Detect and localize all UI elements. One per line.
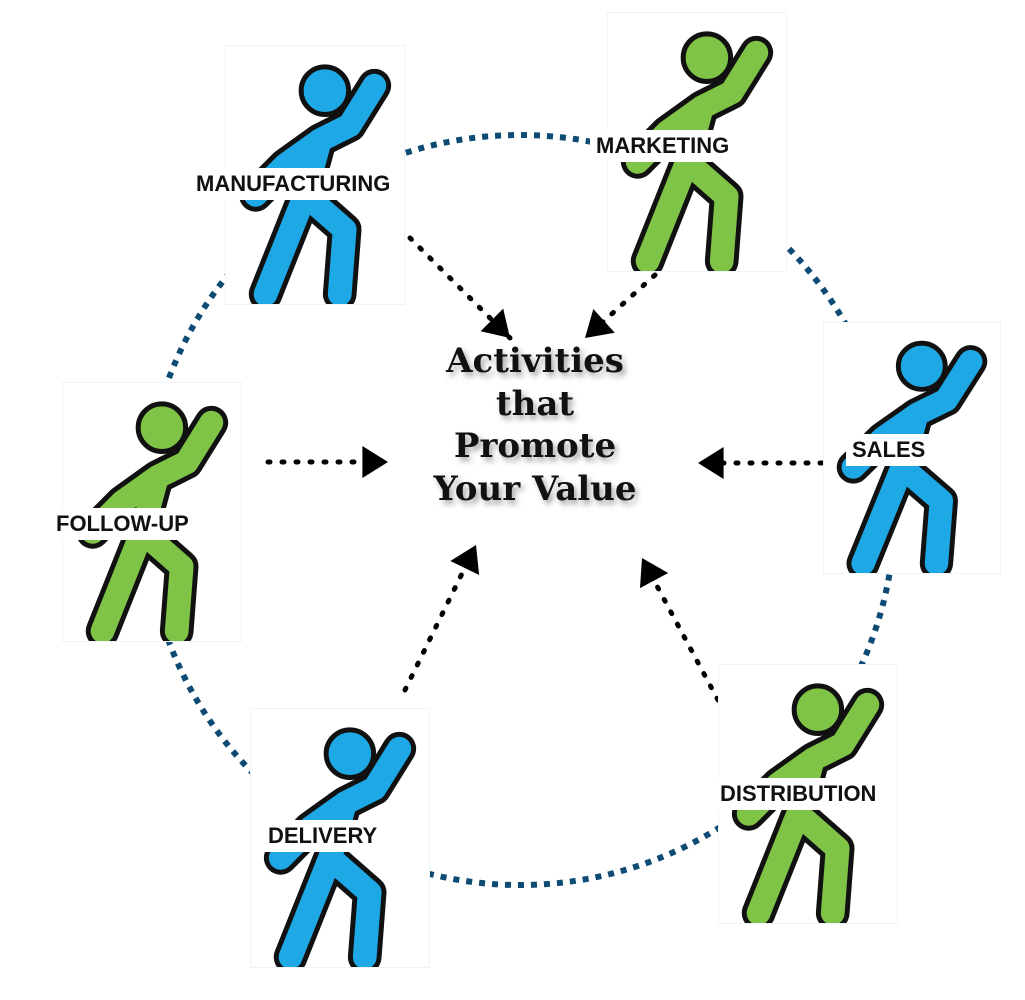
runner-head [680, 31, 734, 84]
arrow-manufacturing [407, 235, 513, 341]
follow-up-label: FOLLOW-UP [50, 508, 195, 541]
arrowhead-distribution [639, 558, 669, 589]
runner-icon [238, 64, 392, 304]
runner-head [791, 683, 845, 736]
sales-label: SALES [846, 434, 932, 467]
runner-head [895, 340, 948, 392]
runner-icon [731, 683, 885, 923]
manufacturing-label: MANUFACTURING [190, 168, 397, 201]
title-line: Your Value [433, 468, 637, 509]
arrowhead-delivery [450, 545, 480, 576]
distribution-label: DISTRIBUTION [714, 778, 883, 811]
runner-icon [263, 727, 417, 967]
runner-head [135, 401, 189, 454]
arrow-marketing [582, 272, 658, 341]
runner-icon [75, 401, 229, 641]
arrow-distribution [639, 555, 721, 703]
marketing-node [607, 12, 787, 272]
title-line: that [495, 383, 575, 424]
runner-head [298, 64, 352, 117]
arrowhead-sales [698, 447, 724, 479]
runner-icon [620, 31, 774, 271]
center-title: Activities that Promote Your Value [370, 340, 700, 510]
title-line: Promote [453, 426, 617, 466]
runner-head [323, 727, 377, 780]
runner-icon [836, 340, 988, 573]
arrowhead-manufacturing [480, 308, 510, 338]
arrowhead-follow-up [362, 446, 388, 478]
delivery-label: DELIVERY [262, 820, 384, 853]
delivery-node [250, 708, 430, 968]
arrowhead-marketing [585, 308, 615, 338]
arrow-delivery [402, 542, 479, 693]
marketing-label: MARKETING [590, 130, 736, 163]
title-line: Activities [446, 341, 624, 381]
